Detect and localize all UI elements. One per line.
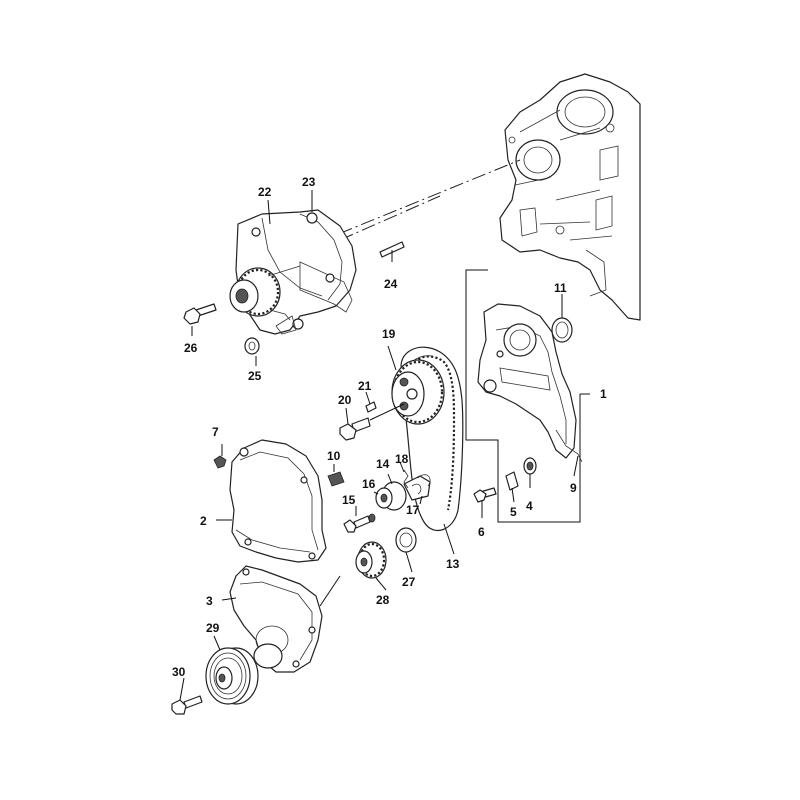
- rear-cover: [477, 303, 583, 463]
- part-label: 1: [600, 387, 607, 401]
- bolt-20: [339, 417, 371, 441]
- part-label: 15: [342, 493, 356, 507]
- part-label: 10: [327, 449, 341, 463]
- part-label: 30: [172, 665, 186, 679]
- part-label: 13: [446, 557, 460, 571]
- camshaft-sprocket-19: [391, 359, 445, 425]
- engine-block: [499, 73, 641, 321]
- part-label: 22: [258, 185, 272, 199]
- part-label: 5: [510, 505, 517, 519]
- part-label: 27: [402, 575, 416, 589]
- part-label: 17: [406, 503, 420, 517]
- nut-25: [244, 337, 260, 355]
- part-label: 20: [338, 393, 352, 407]
- bolt-6: [473, 487, 497, 503]
- part-label: 25: [248, 369, 262, 383]
- part-label: 16: [362, 477, 376, 491]
- part-label: 19: [382, 327, 396, 341]
- seal-11: [551, 317, 573, 343]
- part-label: 3: [206, 594, 213, 608]
- spring-18: [403, 469, 409, 489]
- part-label: 21: [358, 379, 372, 393]
- guide-plate-27: [395, 527, 417, 553]
- upper-cover-2: [229, 439, 327, 563]
- stud-24: [379, 241, 405, 258]
- washer-4: [523, 457, 537, 475]
- part-label: 18: [395, 452, 409, 466]
- part-label: 28: [376, 593, 390, 607]
- part-label: 24: [384, 277, 398, 291]
- tensioner-assembly: [375, 474, 431, 511]
- nut-10: [327, 471, 345, 487]
- part-label: 11: [554, 281, 567, 295]
- group-bracket-1: [465, 269, 581, 523]
- part-label: 2: [200, 514, 207, 528]
- part-label: 4: [526, 499, 533, 513]
- part-label: 7: [212, 425, 219, 439]
- leader-lines: [179, 190, 590, 701]
- part-label: 6: [478, 525, 485, 539]
- bolt-15: [343, 513, 376, 533]
- part-label: 9: [570, 481, 577, 495]
- bolt-26: [183, 303, 217, 325]
- crank-pulley-29: [205, 643, 283, 705]
- part-label: 23: [302, 175, 316, 189]
- part-label: 26: [184, 341, 198, 355]
- part-label: 29: [206, 621, 220, 635]
- key-21: [365, 401, 377, 413]
- part-labels: 1 2 3 4 5 6 7 8 9 10 11 13 14 15 16 17 1…: [172, 175, 607, 679]
- bushing-5: [505, 471, 519, 491]
- bolt-30: [171, 695, 203, 715]
- alignment-centerline-2: [339, 195, 441, 241]
- bolt-7: [213, 455, 227, 469]
- water-pump: [229, 209, 357, 335]
- crank-sprocket-28: [355, 541, 387, 579]
- part-label: 14: [376, 457, 390, 471]
